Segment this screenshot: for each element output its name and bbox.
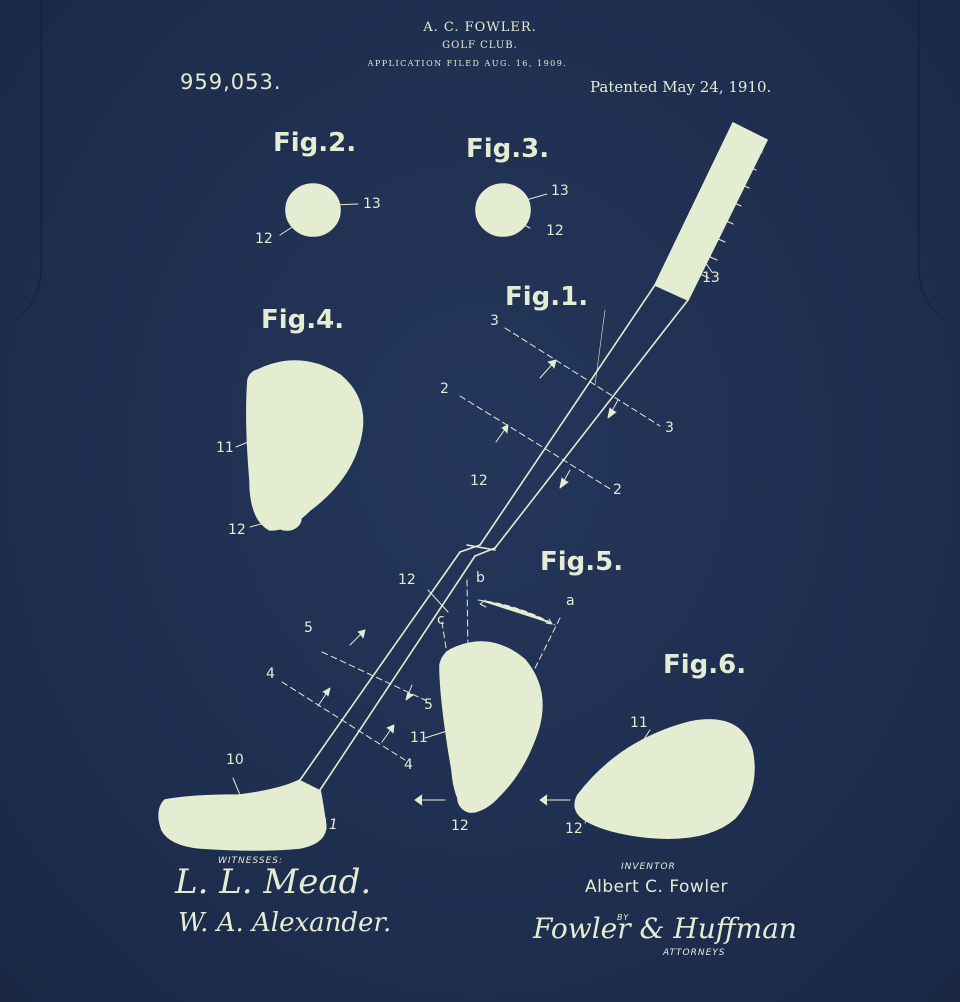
ref-10-fig5: 10	[495, 672, 513, 688]
witness-signature-2: W. A. Alexander.	[178, 908, 392, 938]
ref-13-grip: 13	[702, 270, 720, 286]
ref-12-fig5: 12	[451, 818, 469, 834]
fig3-ring-drawing	[475, 183, 548, 237]
ref-13-fig2: 13	[363, 196, 381, 212]
fig5-label: Fig.5.	[540, 547, 624, 577]
ref-5-top: 5	[304, 620, 313, 636]
ref-2-bottom: 2	[613, 482, 622, 498]
fig4-label: Fig.4.	[261, 305, 345, 335]
ref-12-fig2: 12	[255, 231, 273, 247]
ref-12-fig6: 12	[565, 821, 583, 837]
ref-12-fig3: 12	[546, 223, 564, 239]
ref-4-bottom: 4	[404, 757, 413, 773]
ref-11-fig4: 11	[216, 440, 234, 456]
patent-number: 959,053.	[180, 70, 282, 94]
attorneys-label: ATTORNEYS	[663, 948, 726, 958]
witness-signature-1: L. L. Mead.	[175, 862, 372, 902]
ref-11-fig5: 11	[410, 730, 428, 746]
header-invention-title: GOLF CLUB.	[442, 40, 518, 51]
ref-10-fig1: 10	[226, 752, 244, 768]
ref-a: a	[566, 593, 575, 609]
fig3-label: Fig.3.	[466, 134, 550, 164]
fig6-head-drawing	[539, 719, 755, 839]
fig1-label: Fig.1.	[505, 282, 589, 312]
inventor-name: Albert C. Fowler	[585, 877, 728, 897]
attorneys-signature: Fowler & Huffman	[533, 912, 797, 945]
ref-12-neck: 12	[398, 572, 416, 588]
ref-4-top: 4	[266, 666, 275, 682]
ref-b: b	[476, 570, 485, 586]
ref-10-fig4: 10	[295, 410, 313, 426]
ref-13-fig3: 13	[551, 183, 569, 199]
header-inventor-name: A. C. FOWLER.	[423, 20, 537, 35]
ref-5-bottom: 5	[424, 697, 433, 713]
ref-c: c	[437, 612, 445, 628]
ref-11-fig6: 11	[630, 715, 648, 731]
header-filed-date: APPLICATION FILED AUG. 16, 1909.	[367, 59, 568, 68]
sleeve-seam-left	[0, 0, 42, 330]
witnesses-label: WITNESSES:	[218, 856, 284, 866]
ref-3-bottom: 3	[665, 420, 674, 436]
ref-11-fig1: 11	[320, 817, 338, 833]
ref-12-shaft: 12	[470, 473, 488, 489]
fig4-head-drawing	[235, 360, 364, 531]
fig2-ring-drawing	[279, 183, 359, 237]
fig5-head-drawing	[414, 579, 561, 813]
ref-12-fig4: 12	[228, 522, 246, 538]
ref-2-top: 2	[440, 381, 449, 397]
inventor-label: INVENTOR	[621, 862, 676, 872]
ref-3-top: 3	[490, 313, 499, 329]
fig1-club-drawing	[158, 122, 768, 851]
patent-date: Patented May 24, 1910.	[590, 78, 772, 96]
ref-10-fig6: 10	[673, 772, 691, 788]
by-label: BY	[617, 913, 630, 922]
fig6-label: Fig.6.	[663, 650, 747, 680]
sleeve-seam-right	[918, 0, 960, 330]
fig2-label: Fig.2.	[273, 128, 357, 158]
